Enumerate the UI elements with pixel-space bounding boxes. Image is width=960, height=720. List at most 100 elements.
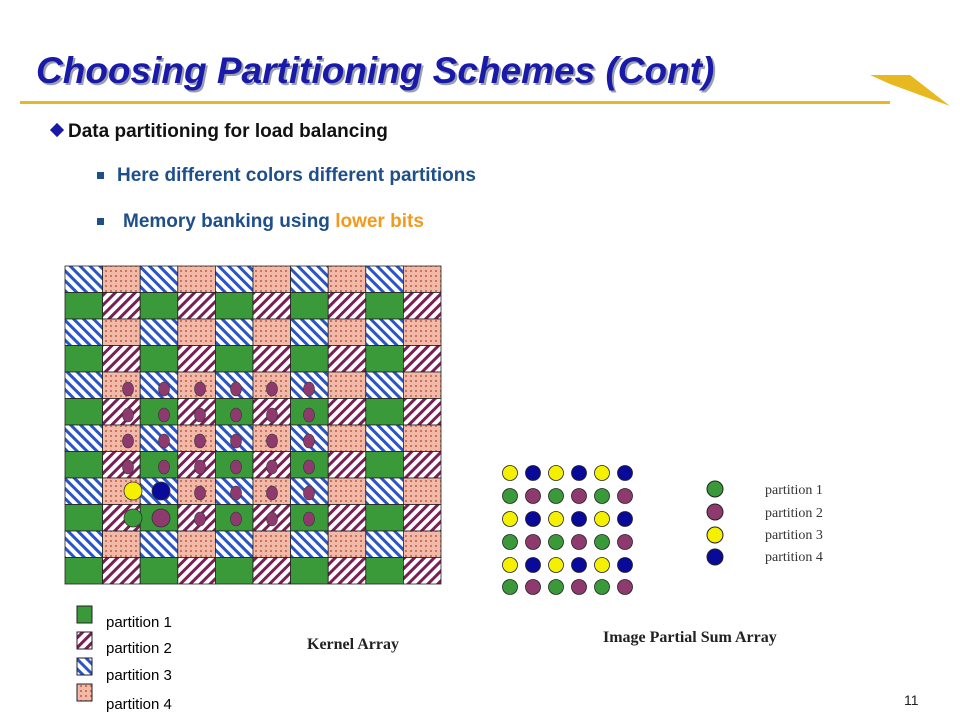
kernel-cell-partition-1: [139, 345, 179, 373]
bullet-sub-colors: Here different colors different partitio…: [117, 165, 476, 186]
kernel-cell-partition-4: [102, 318, 141, 346]
image-dot-partition-2: [525, 488, 541, 504]
image-dot-partition-1: [502, 579, 518, 595]
kernel-dot: [230, 511, 242, 527]
kernel-cell-partition-3: [214, 530, 254, 558]
kernel-cell-partition-4: [102, 424, 141, 452]
slide-title: Choosing Partitioning Schemes (Cont): [36, 50, 715, 91]
kernel-dot: [266, 407, 278, 423]
kernel-cell-partition-3: [365, 318, 404, 346]
image-dot-partition-2: [525, 579, 541, 595]
kernel-cell-partition-4: [177, 265, 216, 293]
kernel-array-grid: [64, 265, 442, 585]
image-dot-partition-4: [571, 465, 587, 481]
kernel-cell-partition-2: [252, 557, 291, 585]
image-dot-partition-3: [548, 557, 564, 573]
title-swoosh-decoration: [870, 75, 950, 106]
kernel-cell-partition-3: [139, 530, 179, 558]
kernel-dot: [266, 381, 278, 397]
kernel-cell-partition-2: [252, 292, 291, 320]
kernel-dot: [303, 381, 315, 397]
kernel-cell-partition-1: [64, 292, 103, 320]
kernel-cell-partition-3: [214, 265, 254, 293]
kernel-cell-partition-1: [365, 345, 404, 373]
image-legend-label-3: partition 3: [765, 528, 823, 543]
image-legend-label-2: partition 2: [765, 506, 823, 521]
kernel-dot: [266, 433, 278, 449]
legend-dot-partition-3: [706, 526, 724, 544]
image-partial-sum-grid: [502, 465, 633, 595]
kernel-cell-partition-1: [64, 345, 103, 373]
kernel-dot: [194, 433, 206, 449]
kernel-cell-partition-2: [327, 398, 367, 426]
kernel-dot: [230, 433, 242, 449]
kernel-cell-partition-3: [64, 318, 103, 346]
kernel-dots: [122, 381, 315, 528]
bullet-sub-banking-text: Memory banking using: [123, 211, 336, 232]
image-dot-partition-4: [571, 557, 587, 573]
image-legend-label-4: partition 4: [765, 550, 823, 565]
kernel-dot: [303, 511, 315, 527]
kernel-dot: [194, 459, 206, 475]
kernel-dot: [303, 485, 315, 501]
kernel-cell-partition-4: [252, 530, 291, 558]
kernel-cell-partition-2: [402, 504, 442, 532]
kernel-cell-partition-2: [402, 398, 442, 426]
kernel-cell-partition-4: [327, 318, 367, 346]
kernel-legend-label-1: partition 1: [106, 614, 172, 631]
kernel-dot: [158, 381, 170, 397]
kernel-array-label: Kernel Array: [307, 636, 399, 653]
kernel-cell-partition-1: [290, 292, 329, 320]
kernel-cell-partition-2: [402, 345, 442, 373]
image-dot-partition-1: [594, 579, 610, 595]
kernel-cell-partition-1: [139, 292, 179, 320]
kernel-cell-partition-3: [139, 371, 179, 399]
kernel-cell-partition-3: [365, 530, 404, 558]
kernel-cell-partition-2: [327, 504, 367, 532]
kernel-dot: [158, 433, 170, 449]
kernel-highlight-dot-partition-4: [151, 481, 171, 501]
kernel-cell-partition-2: [327, 557, 367, 585]
kernel-cell-partition-1: [290, 345, 329, 373]
kernel-cell-partition-4: [327, 424, 367, 452]
legend-dot-partition-2: [706, 503, 724, 521]
kernel-cell-partition-3: [64, 530, 103, 558]
legend-dot-partition-4: [706, 548, 724, 566]
kernel-cell-partition-3: [365, 371, 404, 399]
kernel-cell-partition-1: [290, 557, 329, 585]
kernel-cell-partition-2: [402, 292, 442, 320]
kernel-cell-partition-4: [327, 477, 367, 505]
kernel-cell-partition-2: [402, 557, 442, 585]
kernel-cell-partition-4: [327, 371, 367, 399]
kernel-cell-partition-1: [365, 398, 404, 426]
image-dot-partition-2: [571, 534, 587, 550]
kernel-cell-partition-2: [402, 451, 442, 479]
kernel-legend: partition 1 partition 2 partition 3 part…: [76, 605, 172, 713]
kernel-cell-partition-4: [327, 265, 367, 293]
kernel-cell-partition-4: [327, 530, 367, 558]
kernel-cell-partition-3: [139, 318, 179, 346]
image-dot-partition-4: [617, 557, 633, 573]
image-dot-partition-4: [525, 557, 541, 573]
kernel-dot: [230, 407, 242, 423]
kernel-cell-partition-2: [177, 345, 216, 373]
kernel-cell-partition-1: [365, 292, 404, 320]
kernel-cell-partition-2: [102, 557, 141, 585]
kernel-cell-partition-2: [177, 292, 216, 320]
kernel-cell-partition-1: [214, 345, 254, 373]
image-dot-partition-3: [594, 465, 610, 481]
kernel-cell-partition-2: [102, 398, 141, 426]
page-number: 11: [904, 692, 919, 708]
image-dot-partition-3: [502, 465, 518, 481]
bullet-square-icon: [97, 218, 104, 225]
kernel-cell-partition-1: [365, 451, 404, 479]
image-dot-partition-3: [548, 465, 564, 481]
kernel-cell-partition-4: [402, 265, 442, 293]
kernel-dot: [122, 459, 134, 475]
image-dot-partition-1: [594, 488, 610, 504]
kernel-legend-label-4: partition 4: [106, 696, 172, 713]
kernel-highlight-dot-partition-3: [123, 481, 143, 501]
kernel-cell-partition-4: [102, 371, 141, 399]
image-dot-partition-2: [617, 579, 633, 595]
